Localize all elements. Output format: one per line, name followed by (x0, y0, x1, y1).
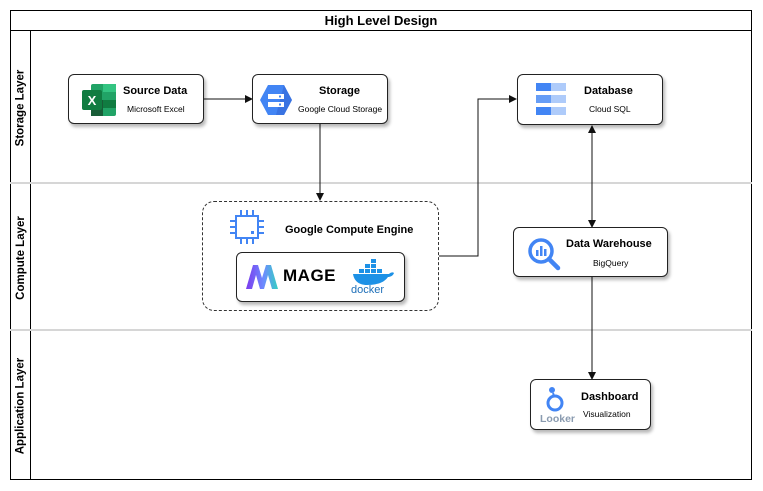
lane-label-column (10, 30, 31, 480)
warehouse-title: Data Warehouse (566, 238, 652, 250)
docker-whale-icon (353, 259, 394, 285)
mage-logo-text: MAGE (283, 266, 336, 285)
cloud-sql-icon (536, 83, 566, 115)
source-subtitle: Microsoft Excel (127, 104, 185, 114)
looker-icon (546, 387, 564, 412)
warehouse-subtitle: BigQuery (593, 258, 629, 268)
node-dashboard[interactable]: Looker Dashboard Visualization (530, 379, 651, 430)
storage-subtitle: Google Cloud Storage (298, 104, 383, 114)
node-mage-docker[interactable]: MAGE docker (236, 252, 405, 302)
compute-title: Google Compute Engine (285, 224, 414, 236)
cloud-storage-icon (260, 85, 292, 115)
svg-text:X: X (88, 93, 97, 108)
node-database[interactable]: Database Cloud SQL (517, 74, 663, 125)
docker-logo-text: docker (351, 284, 385, 296)
database-title: Database (584, 85, 633, 97)
lane-divider-1 (10, 182, 752, 184)
node-storage[interactable]: Storage Google Cloud Storage (252, 74, 388, 124)
source-title: Source Data (123, 85, 188, 97)
compute-engine-group[interactable] (202, 201, 439, 311)
lane-divider-2 (10, 329, 752, 331)
edge-compute-database (439, 95, 517, 257)
excel-icon: X (82, 84, 116, 116)
storage-title: Storage (319, 85, 360, 97)
database-subtitle: Cloud SQL (589, 104, 631, 114)
bigquery-icon (528, 238, 561, 271)
compute-engine-icon (230, 210, 264, 244)
dashboard-title: Dashboard (581, 391, 639, 403)
node-data-warehouse[interactable]: Data Warehouse BigQuery (513, 227, 668, 277)
diagram-title: High Level Design (10, 10, 752, 31)
node-source-data[interactable]: X Source Data Microsoft Excel (68, 74, 204, 124)
dashboard-subtitle: Visualization (583, 409, 631, 419)
mage-logo-icon (246, 265, 278, 289)
looker-logo-text: Looker (540, 413, 576, 425)
